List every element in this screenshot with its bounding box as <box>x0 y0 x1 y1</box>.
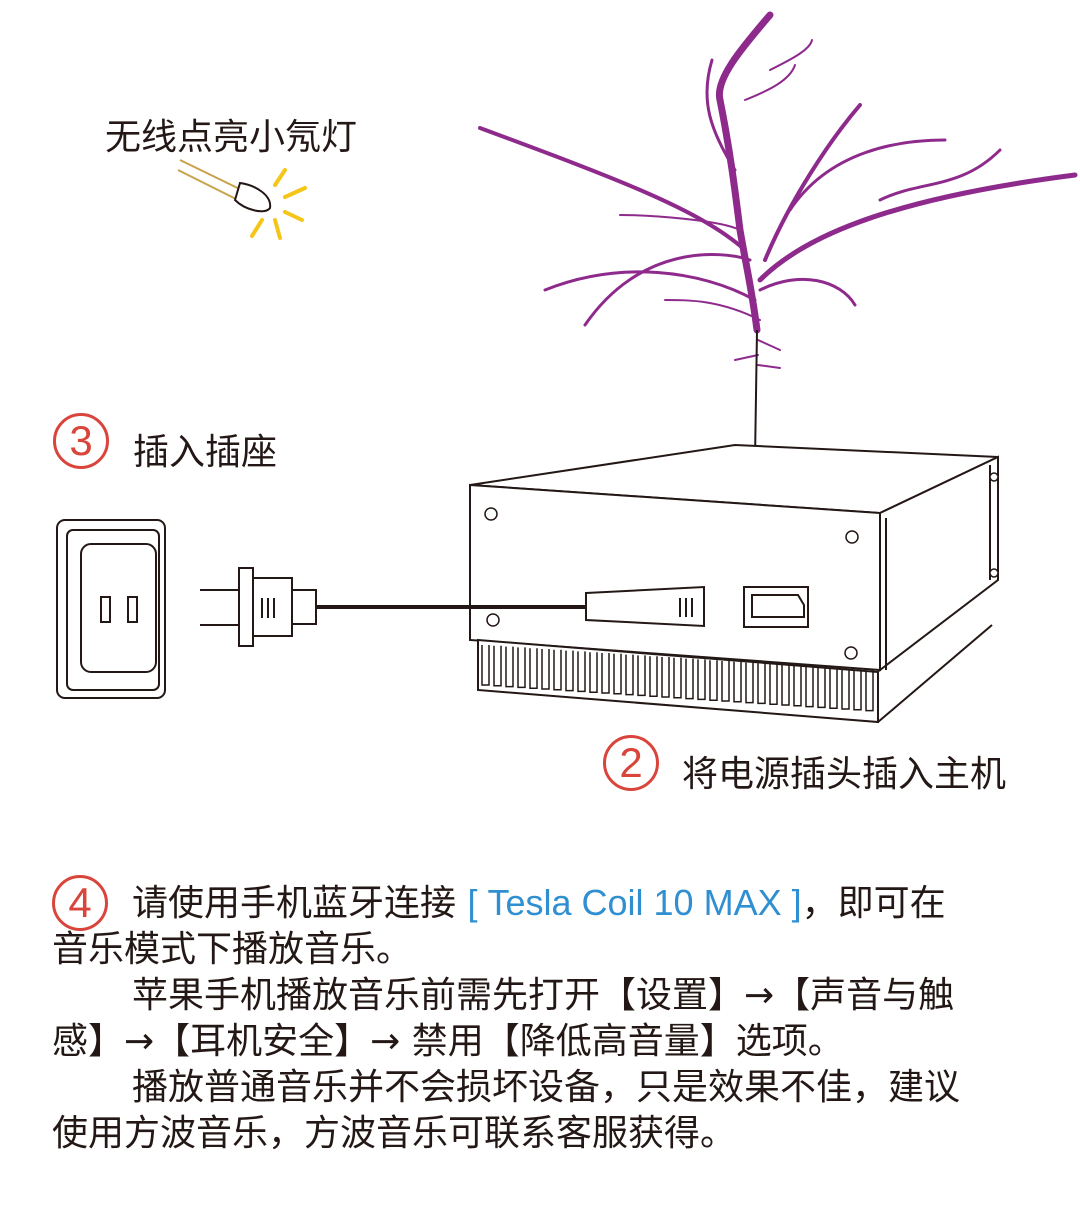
heatsink-fin <box>817 667 826 709</box>
heatsink-fin <box>673 657 682 699</box>
heatsink-fin <box>553 649 562 691</box>
heatsink-fin <box>577 651 586 693</box>
heatsink-fin <box>697 659 706 701</box>
heatsink-fin <box>661 657 670 698</box>
instruction-text: 苹果手机播放音乐前需先打开【设置】→【声音与触 <box>132 975 955 1016</box>
instruction-text: 感】→【耳机安全】→ 禁用【降低高音量】选项。 <box>52 1021 844 1062</box>
step-4-instructions: 请使用手机蓝牙连接 [ Tesla Coil 10 MAX ]，即可在 音乐模式… <box>52 880 1042 1157</box>
heatsink-fin <box>637 655 646 697</box>
heatsink-fin <box>613 653 622 695</box>
heatsink-fin <box>625 654 634 696</box>
screw-icons <box>484 472 999 660</box>
instruction-text: ，即可在 <box>801 883 946 924</box>
device-plug <box>585 585 705 628</box>
heatsink-fin <box>733 661 742 703</box>
heatsink-fin <box>841 669 850 710</box>
lightning-arc-icon <box>478 11 1078 369</box>
heatsink-fin <box>865 670 874 712</box>
step-3-badge: 3 <box>53 413 109 469</box>
power-inlet-icon <box>743 586 809 628</box>
heatsink-fin <box>745 662 754 704</box>
heatsink-fin <box>721 661 730 702</box>
heatsink-fin <box>541 649 550 690</box>
heatsink-fin <box>505 646 514 688</box>
heatsink-fin <box>709 660 718 701</box>
heatsink-fin <box>793 665 802 707</box>
heatsink-fin <box>481 645 490 686</box>
neon-bulb-icon <box>177 159 307 240</box>
step-2-badge: 2 <box>603 735 659 791</box>
heatsink-fin <box>757 663 766 705</box>
heatsink-fin <box>781 665 790 706</box>
heatsink-fin <box>769 664 778 705</box>
heatsink-fin <box>853 669 862 711</box>
heatsink-fin <box>805 666 814 708</box>
bulb-caption: 无线点亮小氖灯 <box>105 117 358 158</box>
heatsink-fin <box>529 648 538 689</box>
instruction-text: 音乐模式下播放音乐。 <box>52 929 413 970</box>
step-4-badge: 4 <box>52 875 108 931</box>
step-3-label: 插入插座 <box>133 432 278 473</box>
wall-socket <box>56 519 166 699</box>
wall-plug <box>200 567 317 647</box>
heatsink-fin <box>685 658 694 700</box>
device-name: [ Tesla Coil 10 MAX ] <box>467 882 802 923</box>
heatsink-fin <box>829 668 838 709</box>
heatsink-fin <box>589 652 598 693</box>
heatsink-fin <box>493 645 502 687</box>
instruction-text: 播放普通音乐并不会损坏设备，只是效果不佳，建议 <box>132 1067 961 1108</box>
heatsink-fin <box>649 656 658 697</box>
device-illustration <box>56 11 1078 724</box>
heatsink-fin <box>565 650 574 692</box>
heatsink-fin <box>601 653 610 694</box>
step-2-label: 将电源插头插入主机 <box>682 754 1007 795</box>
instruction-text: 请使用手机蓝牙连接 <box>132 883 457 924</box>
instruction-text: 使用方波音乐，方波音乐可联系客服获得。 <box>52 1113 737 1154</box>
heatsink-fin <box>517 647 526 689</box>
